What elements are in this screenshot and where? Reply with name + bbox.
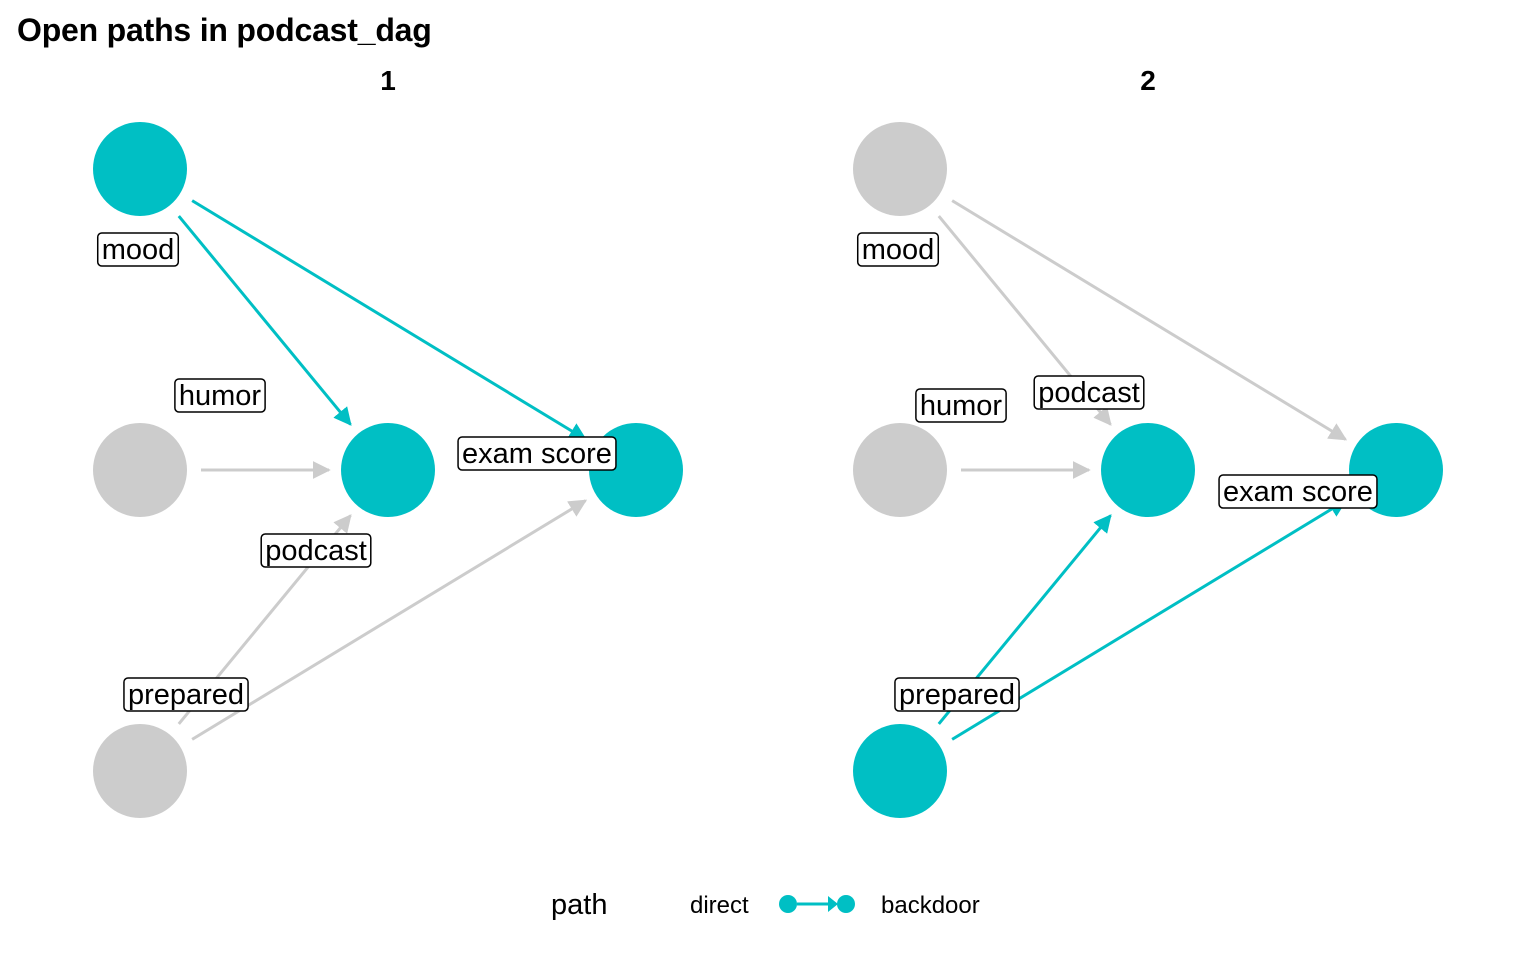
node-humor[interactable] — [853, 423, 947, 517]
legend-title: path — [551, 889, 607, 921]
facet-title-1: 1 — [380, 65, 396, 96]
node-podcast[interactable] — [1101, 423, 1195, 517]
edge-mood-to-exam — [951, 199, 1348, 441]
edge-mood-to-exam — [191, 199, 588, 441]
node-label-prepared: prepared — [123, 677, 249, 712]
node-label-text: podcast — [1038, 377, 1140, 409]
node-label-exam: exam score — [1218, 474, 1378, 509]
node-label-text: humor — [920, 390, 1003, 422]
node-label-text: prepared — [899, 679, 1015, 711]
node-prepared[interactable] — [853, 724, 947, 818]
nodes-layer — [853, 122, 1443, 818]
node-humor[interactable] — [93, 423, 187, 517]
node-label-text: mood — [102, 234, 175, 266]
legend: path direct backdoor — [551, 889, 980, 921]
legend-label-backdoor: backdoor — [881, 892, 980, 919]
labels-layer: mood humor podcast exam score prepared — [96, 232, 617, 712]
node-prepared[interactable] — [93, 724, 187, 818]
node-label-humor: humor — [915, 388, 1007, 423]
legend-label-direct: direct — [690, 892, 749, 919]
chart-title: Open paths in podcast_dag — [17, 12, 432, 48]
node-label-mood: mood — [856, 232, 940, 267]
legend-key-icon — [779, 895, 855, 913]
node-label-podcast: podcast — [260, 533, 372, 568]
node-mood[interactable] — [853, 122, 947, 216]
node-label-text: podcast — [265, 535, 367, 567]
node-label-text: exam score — [462, 438, 612, 470]
labels-layer: mood humor podcast exam score prepared — [856, 232, 1378, 712]
node-mood[interactable] — [93, 122, 187, 216]
node-label-humor: humor — [174, 378, 266, 413]
facet-title-2: 2 — [1140, 65, 1156, 96]
node-label-mood: mood — [96, 232, 180, 267]
node-label-text: prepared — [128, 679, 244, 711]
edge-mood-to-podcast — [177, 215, 352, 426]
edge-prepared-to-exam — [191, 499, 588, 741]
node-label-text: exam score — [1223, 476, 1373, 508]
node-podcast[interactable] — [341, 423, 435, 517]
node-label-text: mood — [862, 234, 935, 266]
facet-panel-2: 2 mood humor podcast exam score prepared — [853, 65, 1443, 818]
node-label-exam: exam score — [457, 436, 617, 471]
node-label-podcast: podcast — [1033, 375, 1145, 410]
node-label-text: humor — [179, 380, 262, 412]
facet-panel-1: 1 mood humor podcast exam score prepared — [93, 65, 683, 818]
node-label-prepared: prepared — [894, 677, 1020, 712]
